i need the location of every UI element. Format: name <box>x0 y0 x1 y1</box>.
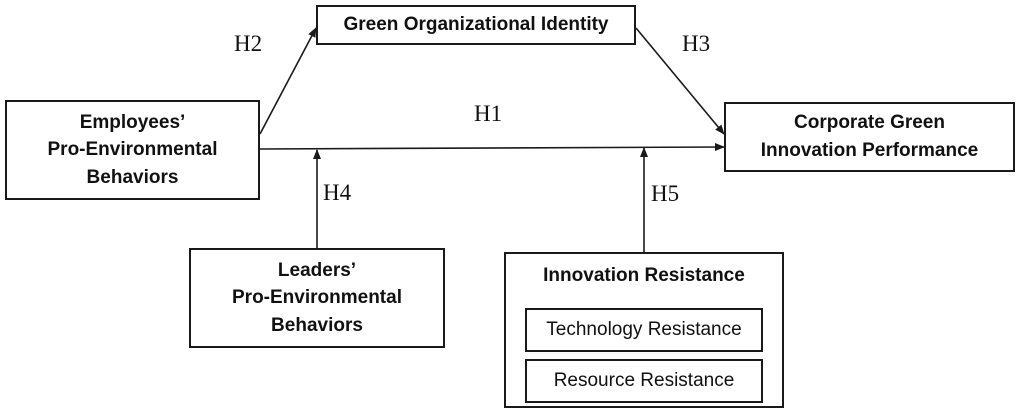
corporate-green-innovation-box: Corporate Green Innovation Performance <box>724 102 1015 172</box>
employees-behaviors-box: Employees’ Pro-Environmental Behaviors <box>5 100 260 200</box>
hypothesis-h5-label: H5 <box>651 181 680 206</box>
corporate-line-2: Innovation Performance <box>760 140 979 161</box>
employees-line-2: Pro-Environmental <box>47 139 218 161</box>
hypothesis-h2-label: H2 <box>234 31 263 56</box>
green-organizational-identity-label: Green Organizational Identity <box>343 14 609 36</box>
arrow-h1 <box>259 143 725 152</box>
technology-resistance-label: Technology Resistance <box>546 319 742 341</box>
arrow-h2 <box>259 27 317 135</box>
leaders-behaviors-text: Leaders’ Pro-Environmental Behaviors <box>232 257 402 340</box>
employees-behaviors-text: Employees’ Pro-Environmental Behaviors <box>48 109 218 192</box>
leaders-behaviors-box: Leaders’ Pro-Environmental Behaviors <box>189 248 445 348</box>
green-organizational-identity-box: Green Organizational Identity <box>316 5 636 45</box>
hypothesis-h1-label: H1 <box>474 101 503 126</box>
corporate-green-innovation-text: Corporate Green Innovation Performance <box>761 109 979 164</box>
leaders-line-3: Behaviors <box>271 314 363 336</box>
leaders-line-2: Pro-Environmental <box>232 287 402 309</box>
employees-line-1: Employees’ <box>79 111 186 133</box>
corporate-line-1: Corporate Green <box>794 112 945 134</box>
hypothesis-h3-label: H3 <box>682 31 711 56</box>
leaders-line-1: Leaders’ <box>277 259 357 281</box>
resource-resistance-label: Resource Resistance <box>553 370 735 392</box>
resource-resistance-box: Resource Resistance <box>525 359 763 403</box>
innovation-resistance-box: Innovation Resistance Technology Resista… <box>504 252 784 408</box>
employees-line-3: Behaviors <box>86 166 179 188</box>
innovation-resistance-title: Innovation Resistance <box>543 265 745 286</box>
arrow-h3 <box>635 27 725 135</box>
technology-resistance-box: Technology Resistance <box>525 308 763 352</box>
hypothesis-h4-label: H4 <box>323 180 352 205</box>
